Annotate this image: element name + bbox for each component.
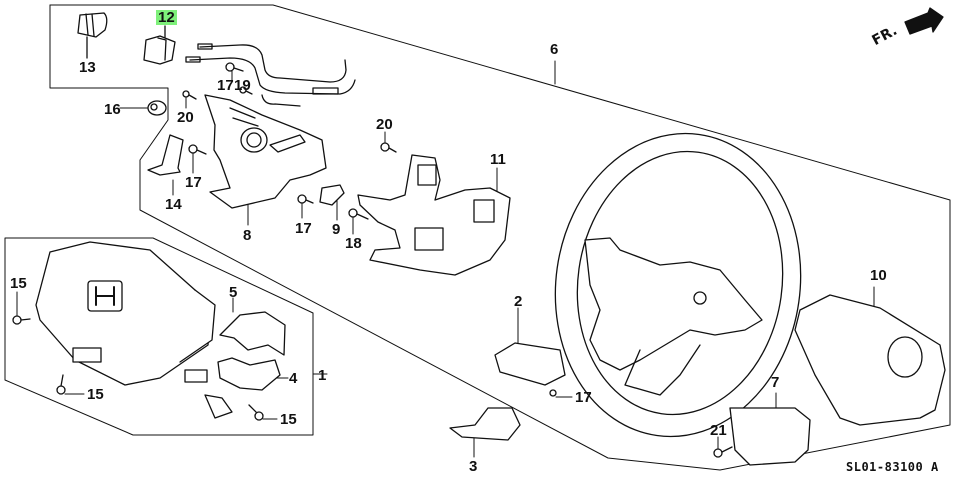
callout-17-left: 17 — [185, 174, 202, 191]
callout-4: 4 — [289, 370, 298, 387]
callout-17-top: 17 — [217, 77, 234, 94]
diagram-reference-code: SL01-83100 A — [846, 460, 939, 474]
callout-17-center: 17 — [295, 220, 312, 237]
part-13-switch-cover — [78, 13, 107, 37]
callout-12-highlighted[interactable]: 12 — [156, 9, 177, 26]
callout-9: 9 — [332, 221, 341, 238]
part-14-bracket — [148, 135, 183, 175]
callout-8: 8 — [243, 227, 252, 244]
part-6-steering-wheel — [536, 118, 820, 453]
callout-7: 7 — [771, 374, 780, 391]
part-4-inner-cover — [218, 358, 280, 390]
callout-16: 16 — [104, 101, 121, 118]
callout-19: 19 — [234, 77, 251, 94]
group-outline-1 — [5, 238, 313, 435]
part-3-lower-garnish — [450, 408, 520, 440]
callout-20-center: 20 — [376, 116, 393, 133]
callout-1: 1 — [318, 367, 327, 384]
callout-15-right: 15 — [280, 411, 297, 428]
callout-10: 10 — [870, 267, 887, 284]
group-outline-6 — [50, 5, 950, 470]
callout-15-left: 15 — [10, 275, 27, 292]
callout-15-lower: 15 — [87, 386, 104, 403]
front-direction-arrow-icon — [905, 8, 943, 34]
part-7-lower-cover — [730, 408, 810, 465]
group-outline-upper — [50, 5, 720, 470]
callout-17-right: 17 — [575, 389, 592, 406]
part-8-cable-reel — [205, 95, 326, 208]
part-9-sensor — [320, 185, 344, 205]
part-11-plate — [358, 155, 510, 275]
part-1-airbag-module — [36, 242, 232, 418]
leader-lines — [17, 61, 874, 457]
callout-2: 2 — [514, 293, 523, 310]
part-10-rear-cover — [795, 295, 945, 425]
part-16-nut — [148, 101, 166, 115]
callout-20-left: 20 — [177, 109, 194, 126]
part-12-switch — [144, 36, 175, 64]
callout-14: 14 — [165, 196, 182, 213]
callout-21: 21 — [710, 422, 727, 439]
callout-5: 5 — [229, 284, 238, 301]
callout-13: 13 — [79, 59, 96, 76]
part-5-inner-cover — [220, 312, 285, 355]
callout-11: 11 — [490, 151, 506, 168]
wire-harness — [186, 44, 355, 106]
callout-6: 6 — [550, 41, 559, 58]
part-2-cruise-switch — [495, 343, 565, 385]
callout-18: 18 — [345, 235, 362, 252]
callout-3: 3 — [469, 458, 478, 475]
